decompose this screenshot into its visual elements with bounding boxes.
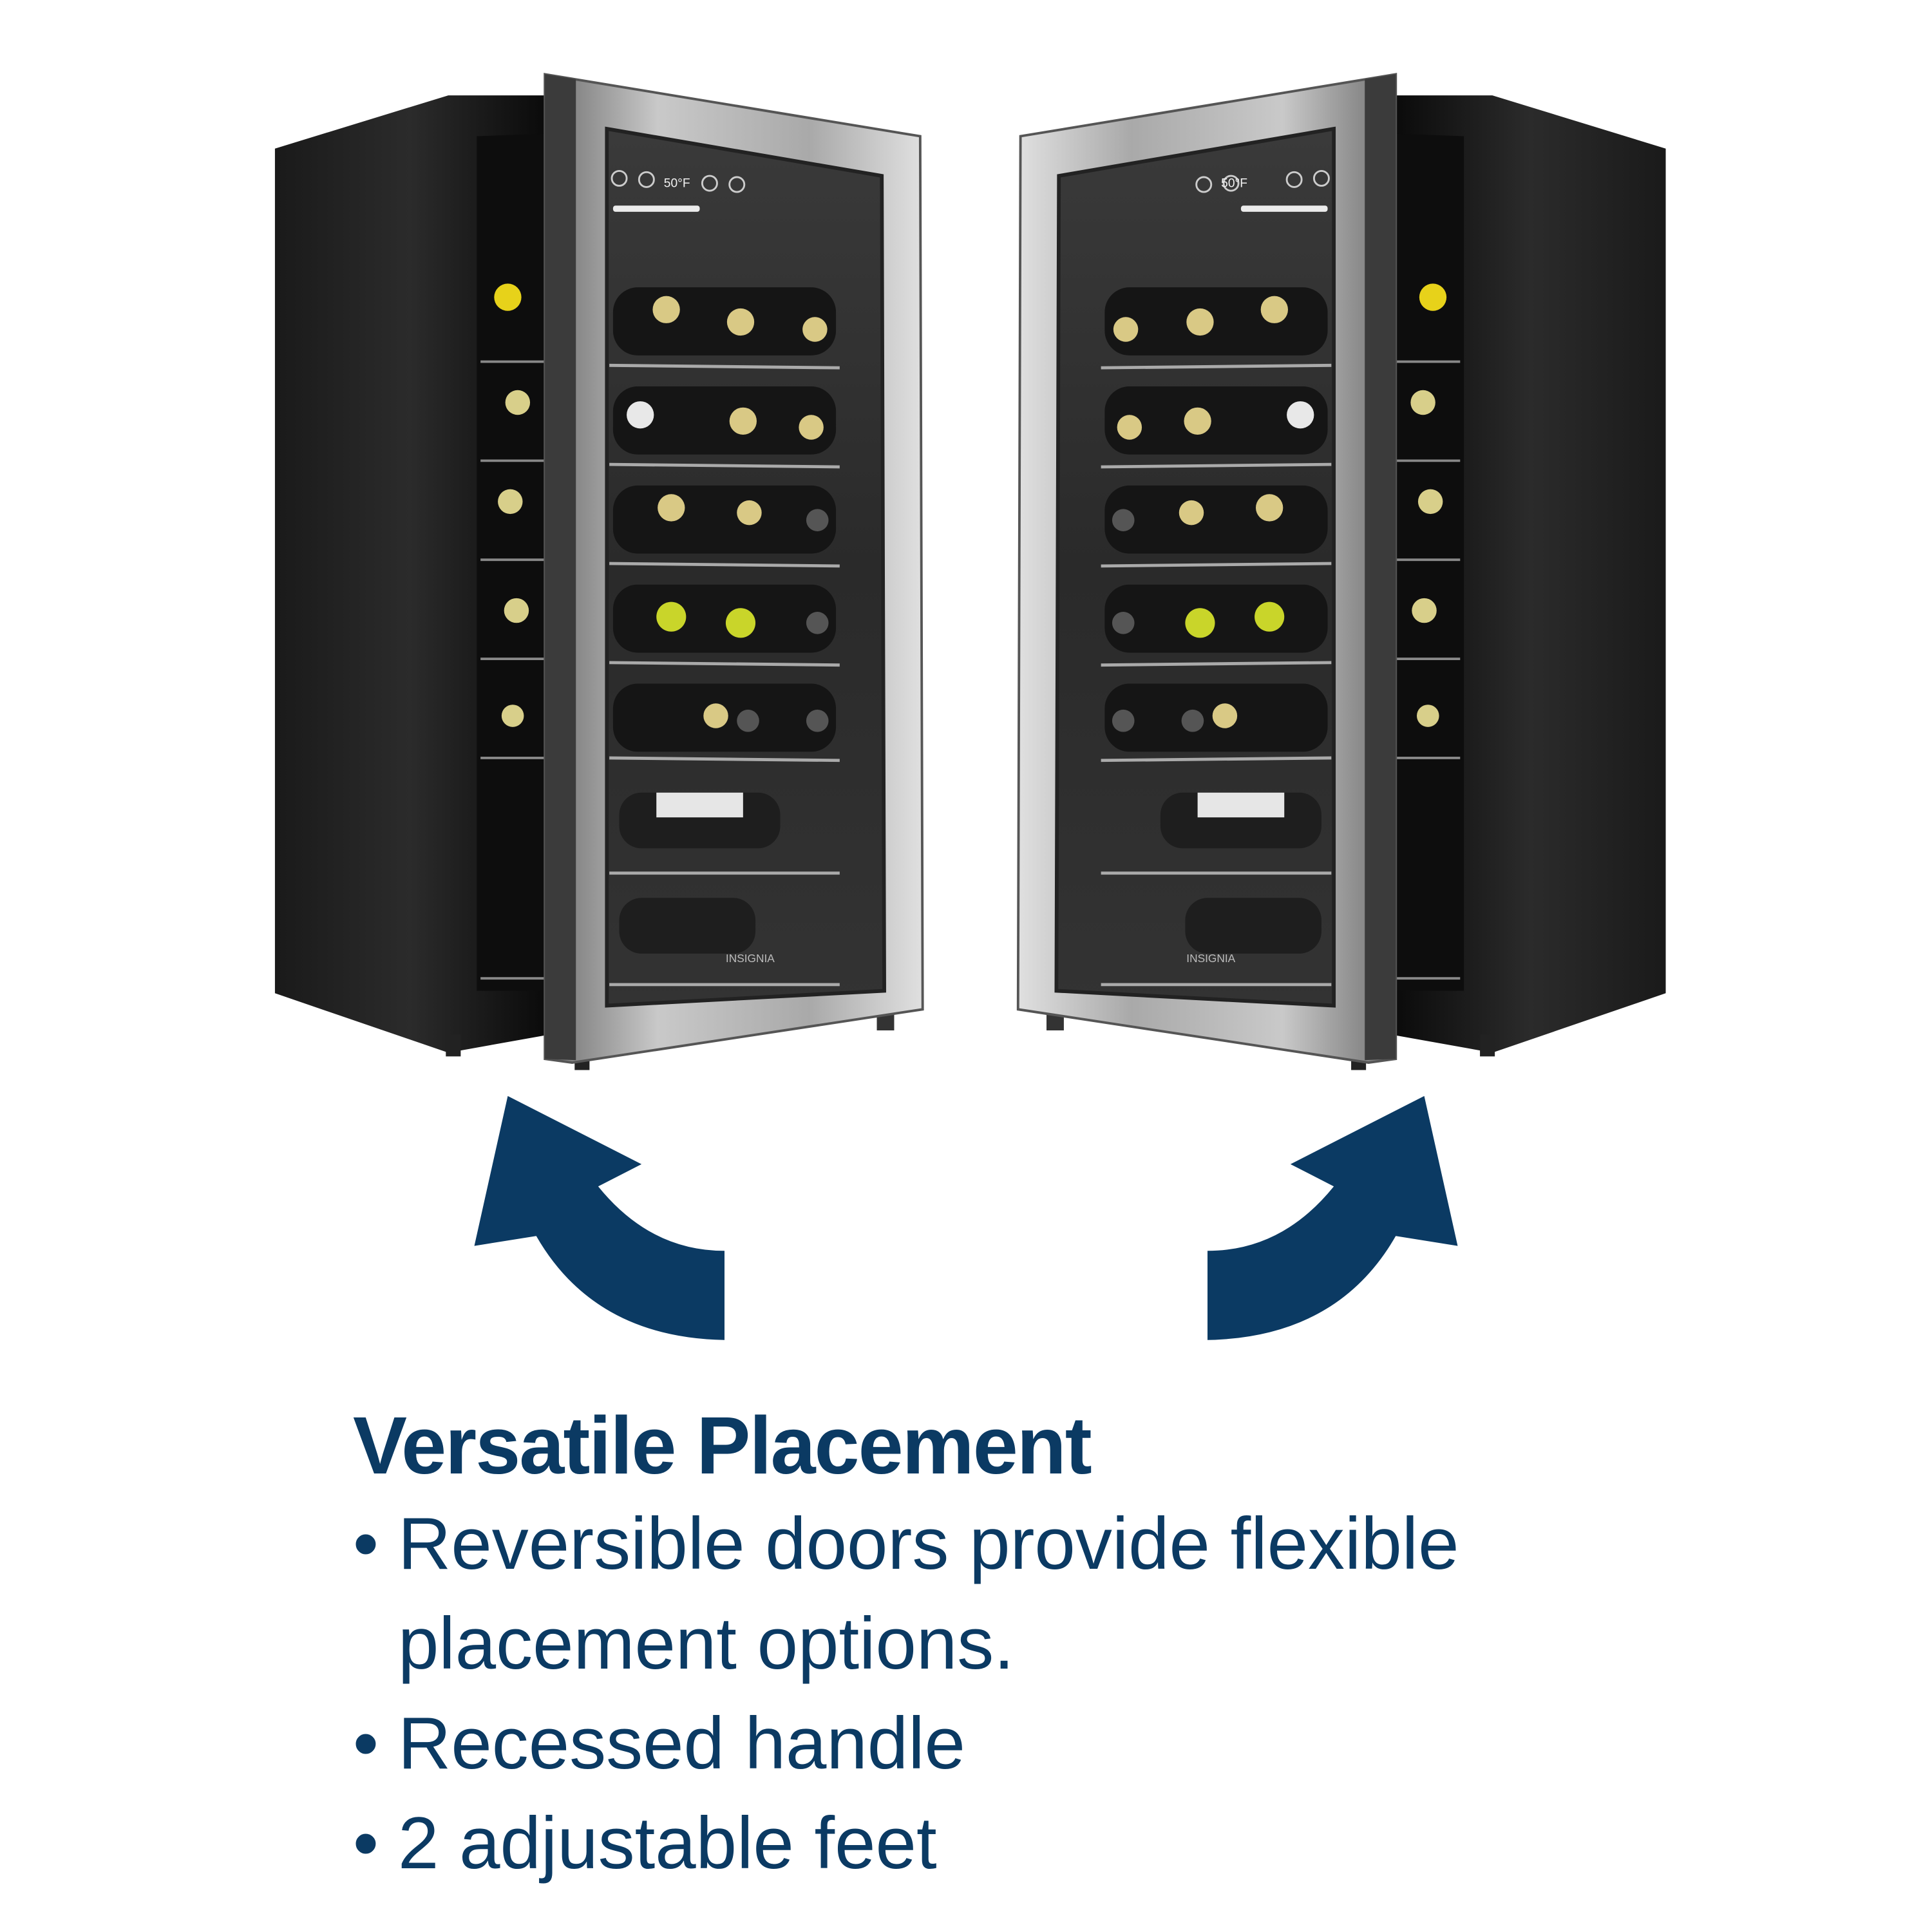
bullet-text: Recessed handle (398, 1703, 965, 1785)
bullet-item: • Reversible doors provide flexible (353, 1494, 1459, 1594)
brand-logo: INSIGNIA (726, 952, 775, 965)
right-hinged-fridge: 50°F INSIGNIA (1018, 74, 1666, 1070)
left-hinged-fridge: 50°F INSIGNIA (275, 74, 923, 1070)
bullet-continuation: placement options. (398, 1603, 1014, 1685)
temperature-display: 50°F (664, 176, 690, 190)
bullet-item: • 2 adjustable feet (353, 1794, 1459, 1893)
bullet-dot: • (353, 1503, 379, 1585)
bullet-dot: • (353, 1803, 379, 1884)
temperature-display: 50°F (1221, 176, 1247, 190)
arrows (474, 1095, 1458, 1340)
bullet-item: • Recessed handle (353, 1694, 1459, 1794)
bullet-text: 2 adjustable feet (398, 1803, 937, 1884)
bullet-dot: • (353, 1703, 379, 1785)
curved-arrow-left-icon (474, 1095, 724, 1340)
feature-heading: Versatile Placement (353, 1400, 1092, 1491)
feature-text: Versatile Placement • Reversible doors p… (353, 1397, 1459, 1893)
bullet-text: Reversible doors provide flexible (398, 1503, 1459, 1585)
brand-logo: INSIGNIA (1186, 952, 1235, 965)
curved-arrow-right-icon (1208, 1095, 1458, 1340)
